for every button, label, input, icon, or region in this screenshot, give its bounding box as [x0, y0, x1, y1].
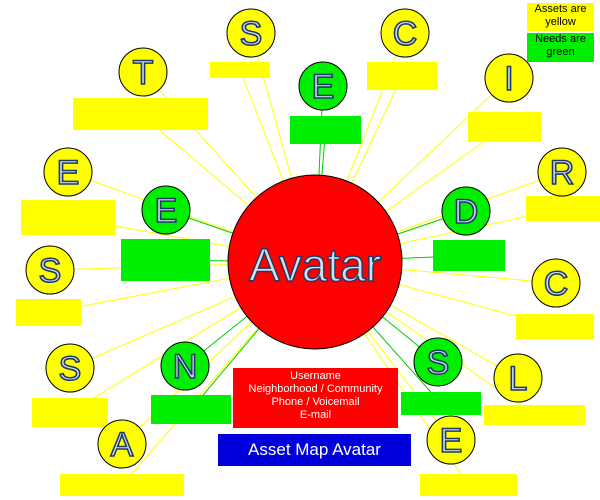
asset-node-letter: E	[57, 154, 80, 192]
need-node-letter: D	[454, 193, 479, 231]
legend-needs: Needs are green	[527, 33, 594, 62]
asset-node	[226, 8, 276, 58]
need-node	[160, 341, 210, 391]
asset-node	[484, 53, 534, 103]
asset-node-letter: A	[111, 426, 134, 464]
asset-node	[493, 353, 543, 403]
need-label-box	[121, 239, 210, 281]
center-label: Avatar	[249, 239, 381, 291]
asset-label-box	[21, 200, 115, 235]
asset-node	[537, 147, 587, 197]
need-node	[298, 61, 348, 111]
need-node-letter: S	[427, 344, 450, 382]
asset-node-letter: C	[393, 15, 418, 53]
info-email: E-mail	[299, 409, 332, 421]
info-username: Username	[290, 370, 341, 382]
asset-label-box	[420, 474, 517, 496]
asset-label-box	[210, 62, 270, 78]
asset-label-box	[526, 196, 600, 221]
asset-label-box	[16, 299, 81, 326]
asset-node-letter: T	[133, 54, 154, 92]
title-box: Asset Map Avatar	[218, 434, 411, 466]
need-label-box	[151, 395, 231, 424]
asset-node	[531, 258, 581, 308]
asset-node-letter: L	[509, 360, 528, 398]
asset-node-letter: E	[440, 422, 463, 460]
asset-node-letter: I	[504, 60, 513, 98]
need-node-letter: E	[155, 192, 178, 230]
asset-node	[118, 47, 168, 97]
need-label-box	[290, 116, 361, 144]
asset-node	[380, 8, 430, 58]
title-text: Asset Map Avatar	[248, 440, 381, 459]
legend-assets-text: Assets are yellow	[534, 3, 587, 28]
asset-label-box	[367, 62, 437, 90]
need-node-letter: N	[173, 348, 198, 386]
asset-node-letter: S	[39, 252, 62, 290]
asset-label-box	[484, 405, 585, 425]
info-box: Username Neighborhood / Community Phone …	[233, 368, 398, 428]
asset-label-box	[60, 474, 184, 496]
need-label-box	[401, 392, 481, 415]
need-node-letter: E	[312, 68, 335, 106]
center-node: Avatar	[227, 174, 403, 350]
asset-label-box	[468, 112, 541, 142]
asset-node-letter: R	[550, 154, 575, 192]
asset-node-letter: S	[240, 15, 263, 53]
asset-node	[43, 147, 93, 197]
asset-node-letter: S	[59, 350, 82, 388]
asset-label-box	[516, 314, 594, 339]
asset-node	[25, 245, 75, 295]
info-phone: Phone / Voicemail	[271, 396, 360, 408]
legend-assets: Assets are yellow	[527, 3, 594, 31]
need-node	[141, 185, 191, 235]
asset-node	[45, 343, 95, 393]
need-node	[413, 337, 463, 387]
asset-label-box	[32, 398, 108, 427]
legend-needs-text: Needs are green	[535, 33, 586, 58]
asset-node	[97, 419, 147, 469]
asset-node	[426, 415, 476, 465]
letter-nodes: S C T I E R S C S L A E E E D N S	[25, 8, 587, 469]
asset-label-box	[73, 98, 208, 130]
need-label-box	[433, 240, 505, 271]
need-node	[441, 186, 491, 236]
label-boxes	[16, 62, 600, 496]
asset-node-letter: C	[544, 265, 569, 303]
info-neighborhood: Neighborhood / Community	[248, 383, 383, 395]
